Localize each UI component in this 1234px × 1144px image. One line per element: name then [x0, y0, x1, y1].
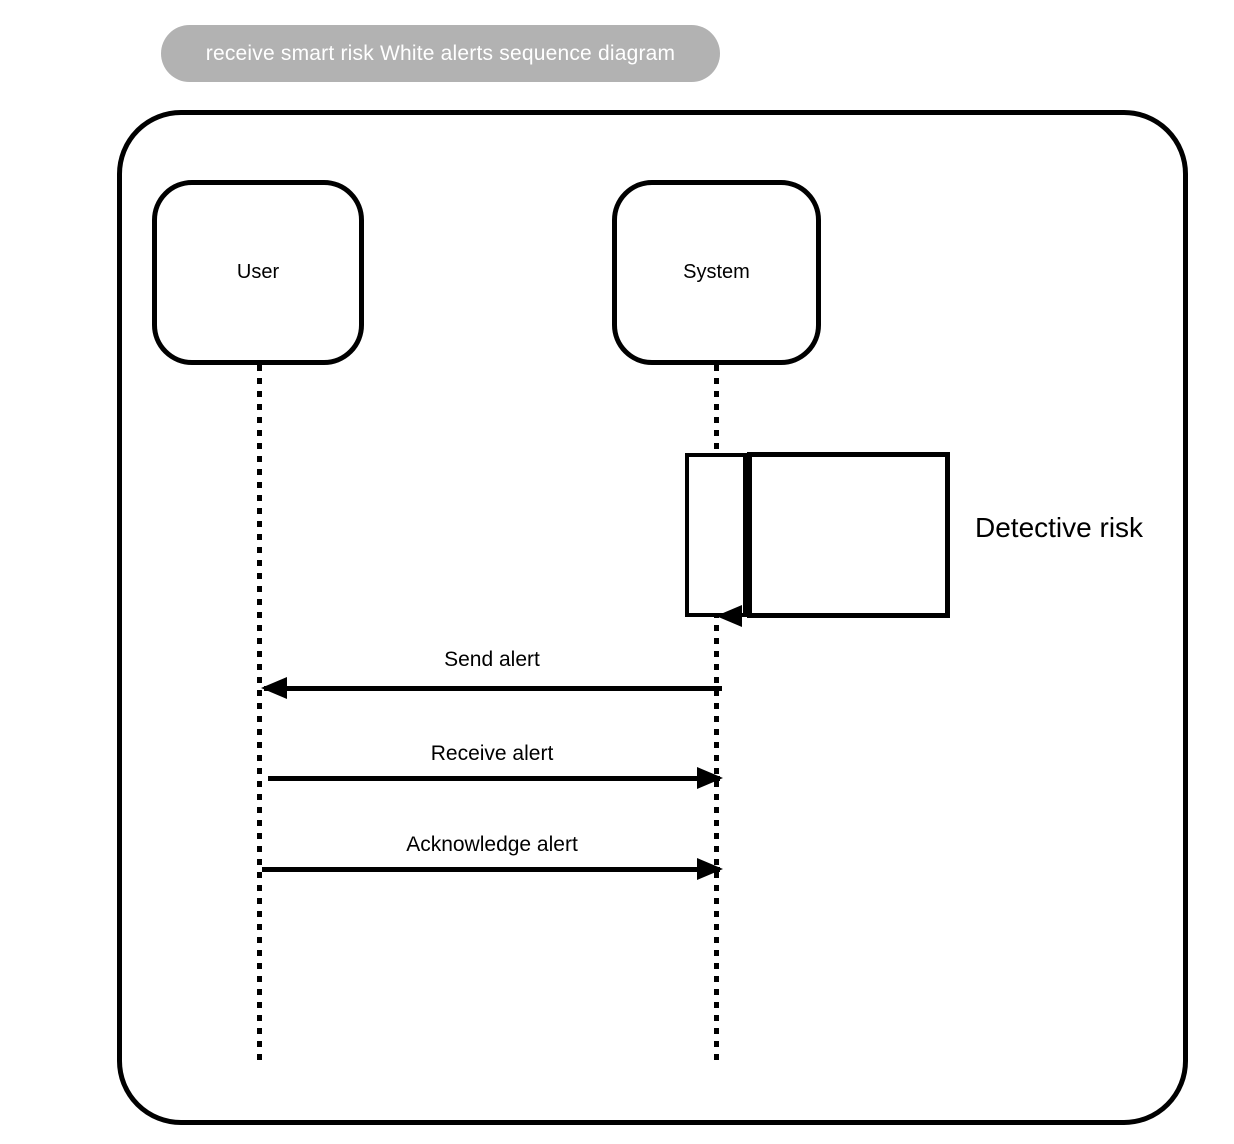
message-line-receive-alert [268, 776, 720, 781]
diagram-title-pill: receive smart risk White alerts sequence… [161, 25, 720, 82]
actor-box-system: System [612, 180, 821, 365]
message-arrowhead-left-icon [261, 677, 287, 699]
message-line-send-alert [264, 686, 722, 691]
message-arrowhead-right-icon [697, 767, 723, 789]
message-line-acknowledge-alert [262, 867, 720, 872]
actor-label-system: System [683, 261, 750, 283]
diagram-title-label: receive smart risk White alerts sequence… [205, 41, 676, 65]
actor-box-user: User [152, 180, 364, 365]
activation-bar-system [685, 453, 747, 617]
diagram-boundary [117, 110, 1188, 1125]
self-message-box [747, 452, 950, 618]
self-message-arrowhead-icon [716, 605, 742, 627]
lifeline-system [714, 365, 719, 1067]
lifeline-user [257, 365, 262, 1067]
actor-label-user: User [236, 261, 280, 283]
message-arrowhead-right-icon [697, 858, 723, 880]
message-label-receive-alert: Receive alert [430, 742, 554, 765]
self-message-label: Detective risk [975, 512, 1144, 543]
message-label-acknowledge-alert: Acknowledge alert [406, 833, 578, 856]
message-label-send-alert: Send alert [444, 648, 540, 671]
